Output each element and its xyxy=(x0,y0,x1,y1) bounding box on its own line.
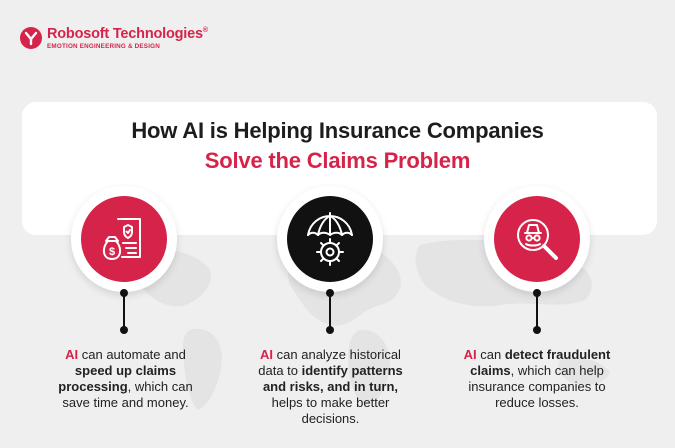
risk-analysis-icon-circle xyxy=(277,186,383,292)
page-title: How AI is Helping Insurance Companies xyxy=(131,118,544,143)
automation-icon-circle: $ xyxy=(71,186,177,292)
brand-name: Robosoft Technologies® xyxy=(47,26,208,42)
svg-text:$: $ xyxy=(109,246,115,258)
connector-dot xyxy=(120,326,128,334)
robosoft-logo-icon xyxy=(20,27,42,50)
connector-dot xyxy=(326,289,334,297)
connector-line xyxy=(536,292,538,328)
connector-dot xyxy=(533,289,541,297)
fraud-detection-description: AI can detect fraudulent claims, which c… xyxy=(463,347,611,410)
connector-line xyxy=(123,292,125,328)
connector-dot xyxy=(120,289,128,297)
brand-tagline: EMOTION ENGINEERING & DESIGN xyxy=(47,42,161,50)
umbrella-gear-icon xyxy=(307,212,353,266)
fraud-detection-icon-circle xyxy=(484,186,590,292)
spy-magnifier-icon xyxy=(517,219,558,260)
brand-logo: Robosoft Technologies® EMOTION ENGINEERI… xyxy=(20,27,208,50)
connector-dot xyxy=(533,326,541,334)
page-subtitle: Solve the Claims Problem xyxy=(204,148,471,173)
connector-dot xyxy=(326,326,334,334)
connector-line xyxy=(329,292,331,328)
automation-description: AI can automate and speed up claims proc… xyxy=(58,347,193,410)
risk-analysis-description: AI can analyze historical data to identi… xyxy=(258,347,403,426)
claims-document-money-icon: $ xyxy=(102,218,141,260)
